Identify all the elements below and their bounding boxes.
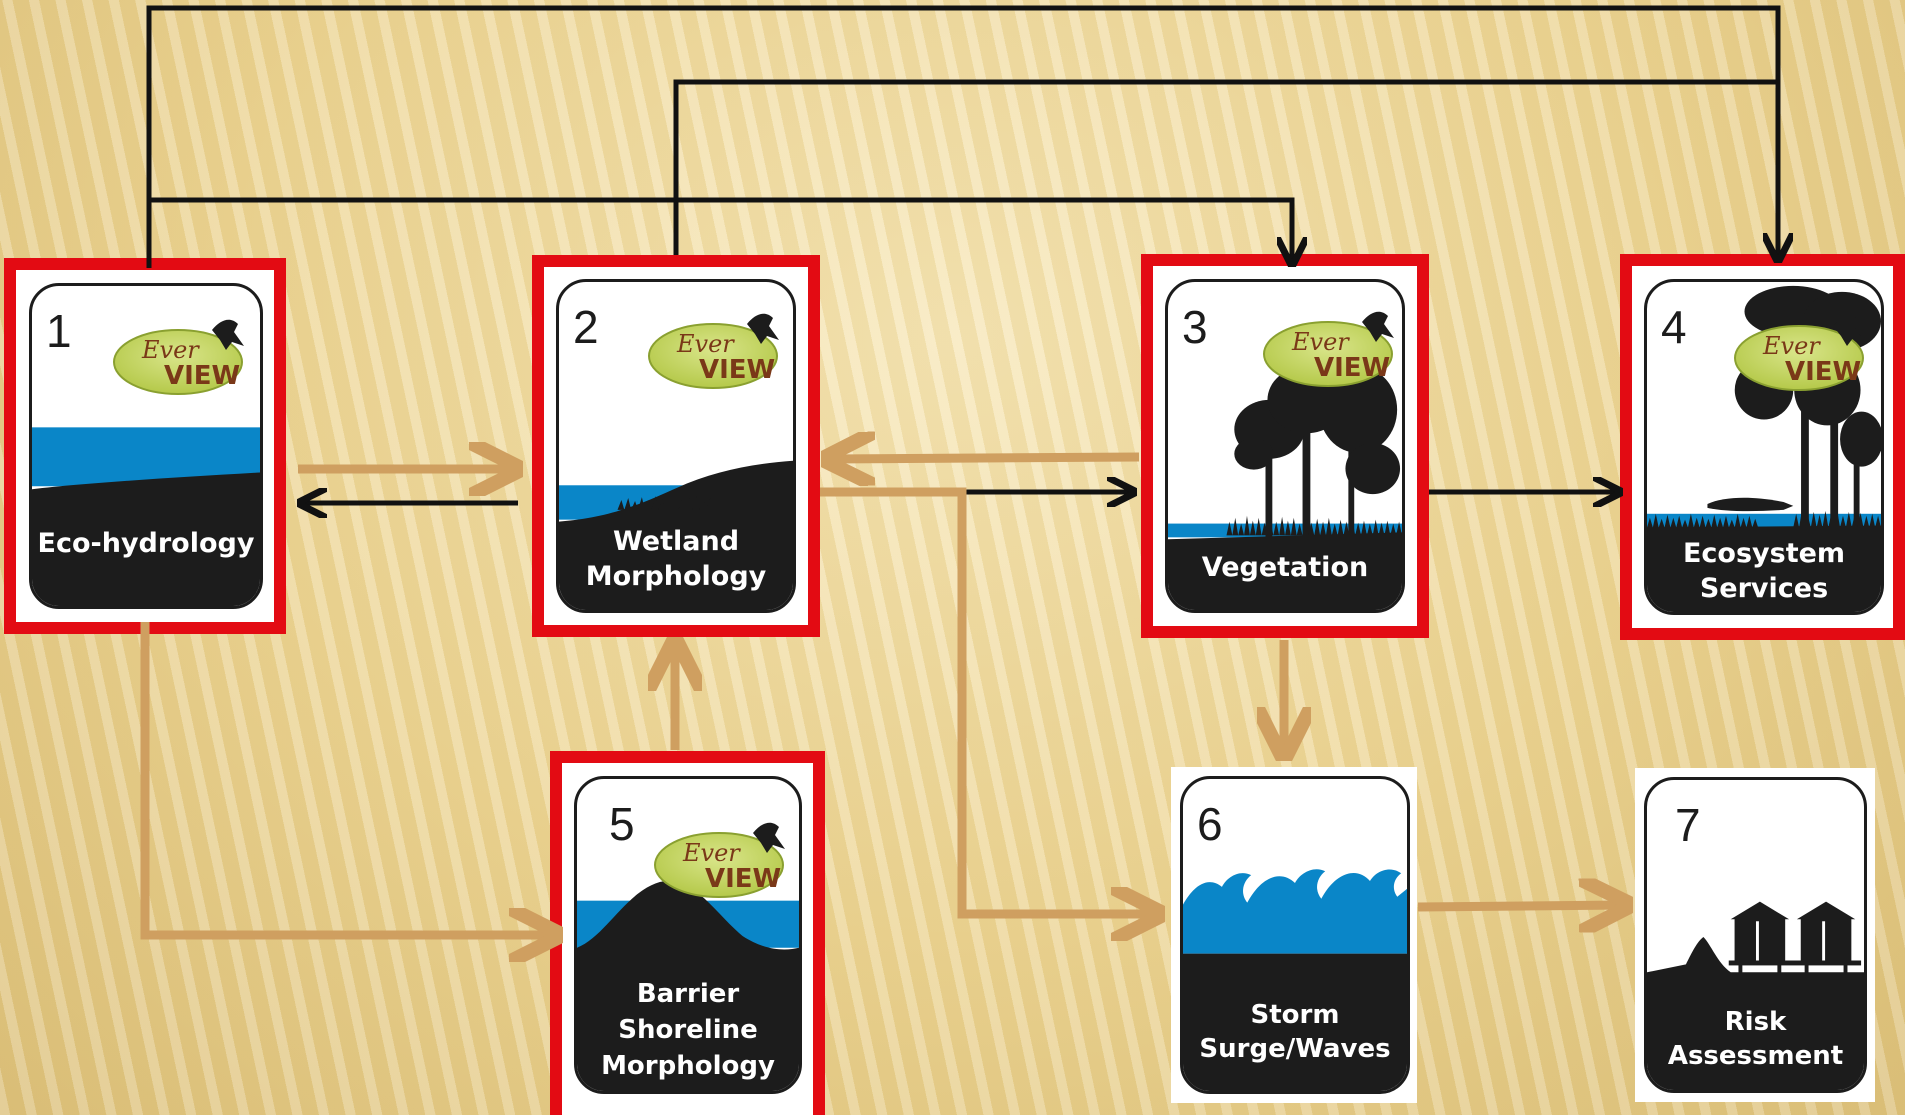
svg-text:Ever: Ever: [141, 336, 200, 364]
card-label: Risk Assessment: [1667, 1007, 1844, 1071]
storm-surge-scene: [1183, 869, 1407, 1091]
card-storm-surge-waves: 6 Storm Surge/Waves: [1180, 776, 1410, 1094]
card-label: Vegetation: [1201, 552, 1369, 583]
card-label: Storm Surge/Waves: [1199, 1000, 1391, 1064]
arrow-1-to-3: [149, 197, 1292, 262]
svg-text:VIEW: VIEW: [705, 864, 781, 894]
svg-text:Ever: Ever: [676, 330, 735, 358]
risk-assessment-scene: [1647, 901, 1864, 1090]
arrow-2-to-6: [820, 487, 1156, 914]
arrow-3-to-2: [830, 457, 1140, 459]
arrow-1-to-5: [140, 622, 554, 935]
barrier-shoreline-scene: [577, 881, 799, 1091]
card-number: 6: [1197, 798, 1223, 850]
svg-text:VIEW: VIEW: [164, 361, 240, 391]
svg-text:VIEW: VIEW: [1785, 357, 1861, 387]
card-number: 4: [1661, 301, 1687, 353]
card-number: 5: [609, 798, 635, 850]
card-label: Barrier Shoreline Morphology: [601, 979, 775, 1081]
card-number: 3: [1182, 301, 1208, 353]
card-number: 7: [1675, 799, 1701, 851]
card-label: Eco-hydrology: [37, 528, 255, 559]
svg-text:Ever: Ever: [1291, 328, 1350, 356]
ecosystem-services-scene: [1647, 285, 1881, 612]
card-number: 1: [46, 305, 72, 357]
card-number: 2: [573, 301, 599, 353]
svg-text:Ever: Ever: [682, 839, 741, 867]
wetland-morphology-scene: [559, 460, 793, 610]
svg-text:Ever: Ever: [1762, 332, 1821, 360]
arrow-1-to-4: [146, 5, 1778, 268]
svg-text:VIEW: VIEW: [699, 355, 775, 385]
arrow-2-to-4: [673, 79, 1778, 255]
card-label: Wetland Morphology: [585, 526, 767, 593]
svg-text:VIEW: VIEW: [1314, 353, 1390, 383]
card-label: Ecosystem Services: [1682, 538, 1846, 605]
arrow-6-to-7: [1417, 905, 1624, 907]
eco-hydrology-scene: [32, 427, 260, 606]
card-risk-assessment: 7 Risk Assessment: [1644, 777, 1867, 1093]
